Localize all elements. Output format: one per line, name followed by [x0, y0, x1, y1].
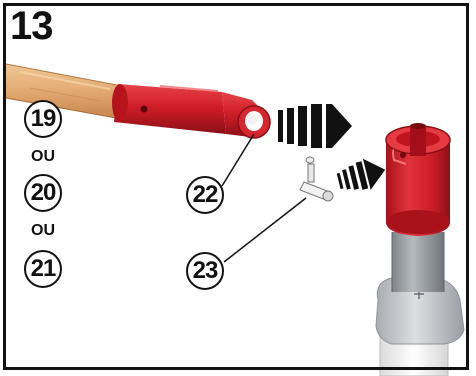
or-separator: OU [31, 148, 55, 165]
diagram-frame [3, 3, 469, 370]
callout-pin: 23 [186, 252, 224, 290]
push-arrow-icon [278, 104, 352, 148]
gray-metal-pole [391, 232, 445, 292]
callout-handle-option-1: 19 [24, 100, 62, 138]
leader-line-22 [221, 133, 255, 187]
or-separator: OU [31, 222, 55, 239]
locking-pin [299, 156, 334, 202]
callout-handle-option-3: 21 [24, 250, 62, 288]
wooden-handle [5, 63, 123, 119]
insert-arrow-icon [336, 158, 386, 190]
leader-line-23 [223, 197, 307, 263]
red-top-connector [385, 123, 451, 236]
red-handle-connector [112, 84, 271, 139]
callout-handle-option-2: 20 [24, 174, 62, 212]
callout-connector: 22 [186, 176, 224, 214]
step-number: 13 [10, 4, 53, 48]
